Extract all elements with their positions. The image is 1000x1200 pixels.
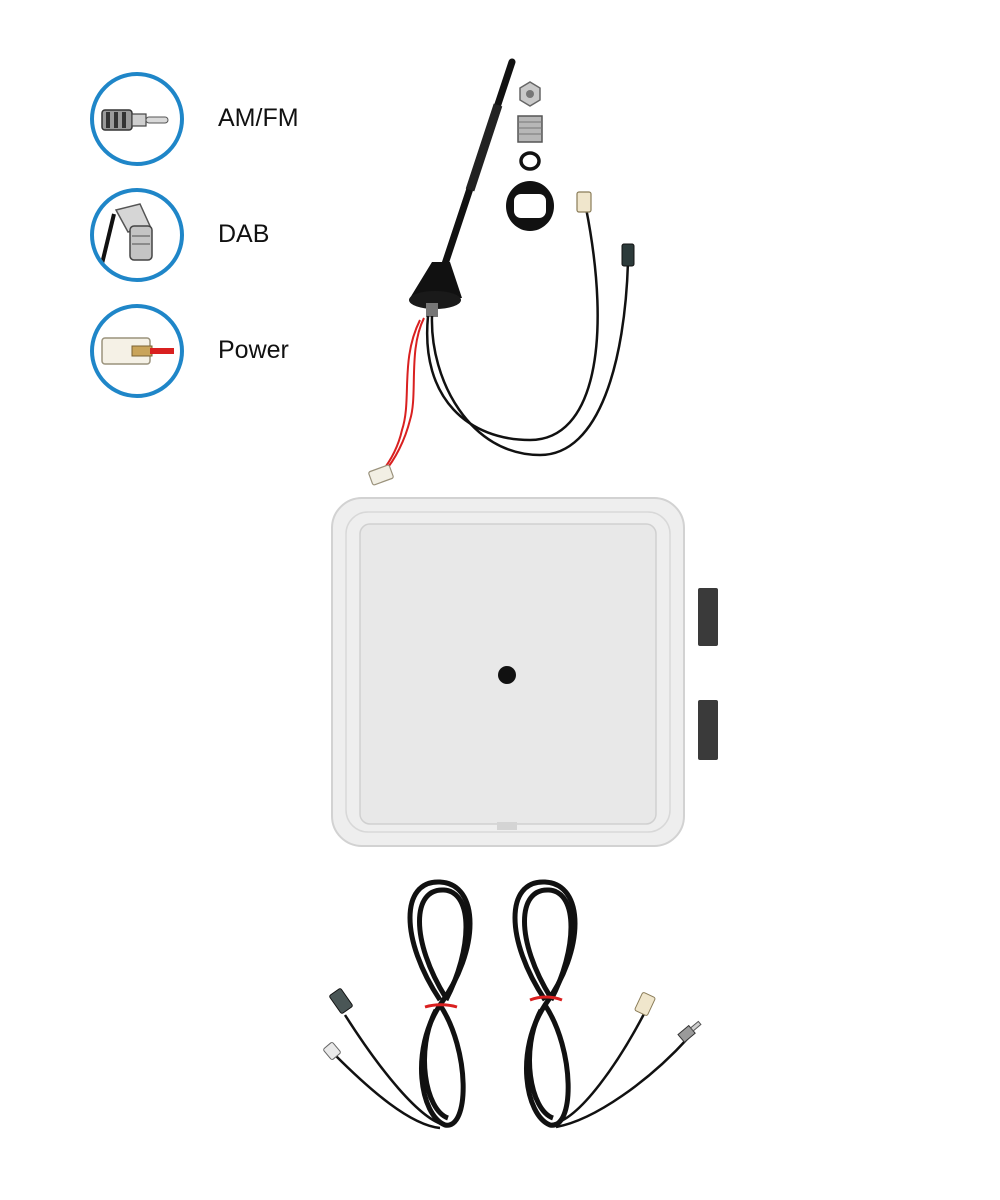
antenna-cables — [379, 207, 630, 475]
legend-item-power: Power — [90, 304, 350, 404]
extension-cable-right — [512, 879, 578, 1128]
roof-plate — [331, 497, 685, 847]
foam-pad — [698, 700, 718, 760]
fakra-plug-icon — [621, 243, 635, 267]
dab-connector-icon — [90, 188, 184, 282]
legend-label: DAB — [218, 220, 270, 248]
legend-label: Power — [218, 336, 289, 364]
power-connector-icon — [90, 304, 184, 398]
foam-pad — [698, 588, 718, 646]
legend-item-am-fm: AM/FM — [90, 72, 350, 172]
legend-label: AM/FM — [218, 104, 299, 132]
cable-tie — [424, 1003, 458, 1009]
am-fm-plug-icon — [90, 72, 184, 166]
power-plug-icon — [368, 464, 394, 486]
hardware-icon — [506, 81, 554, 231]
legend-item-dab: DAB — [90, 188, 350, 288]
fakra-plug-icon — [329, 988, 353, 1014]
dab-plug-icon — [576, 191, 592, 213]
cable-tie — [529, 995, 563, 1002]
antenna-icon — [409, 58, 516, 317]
dab-plug-icon — [323, 1042, 341, 1060]
dab-plug-icon — [634, 992, 656, 1016]
mounting-hole — [498, 666, 516, 684]
am-fm-plug-icon — [677, 1020, 702, 1043]
